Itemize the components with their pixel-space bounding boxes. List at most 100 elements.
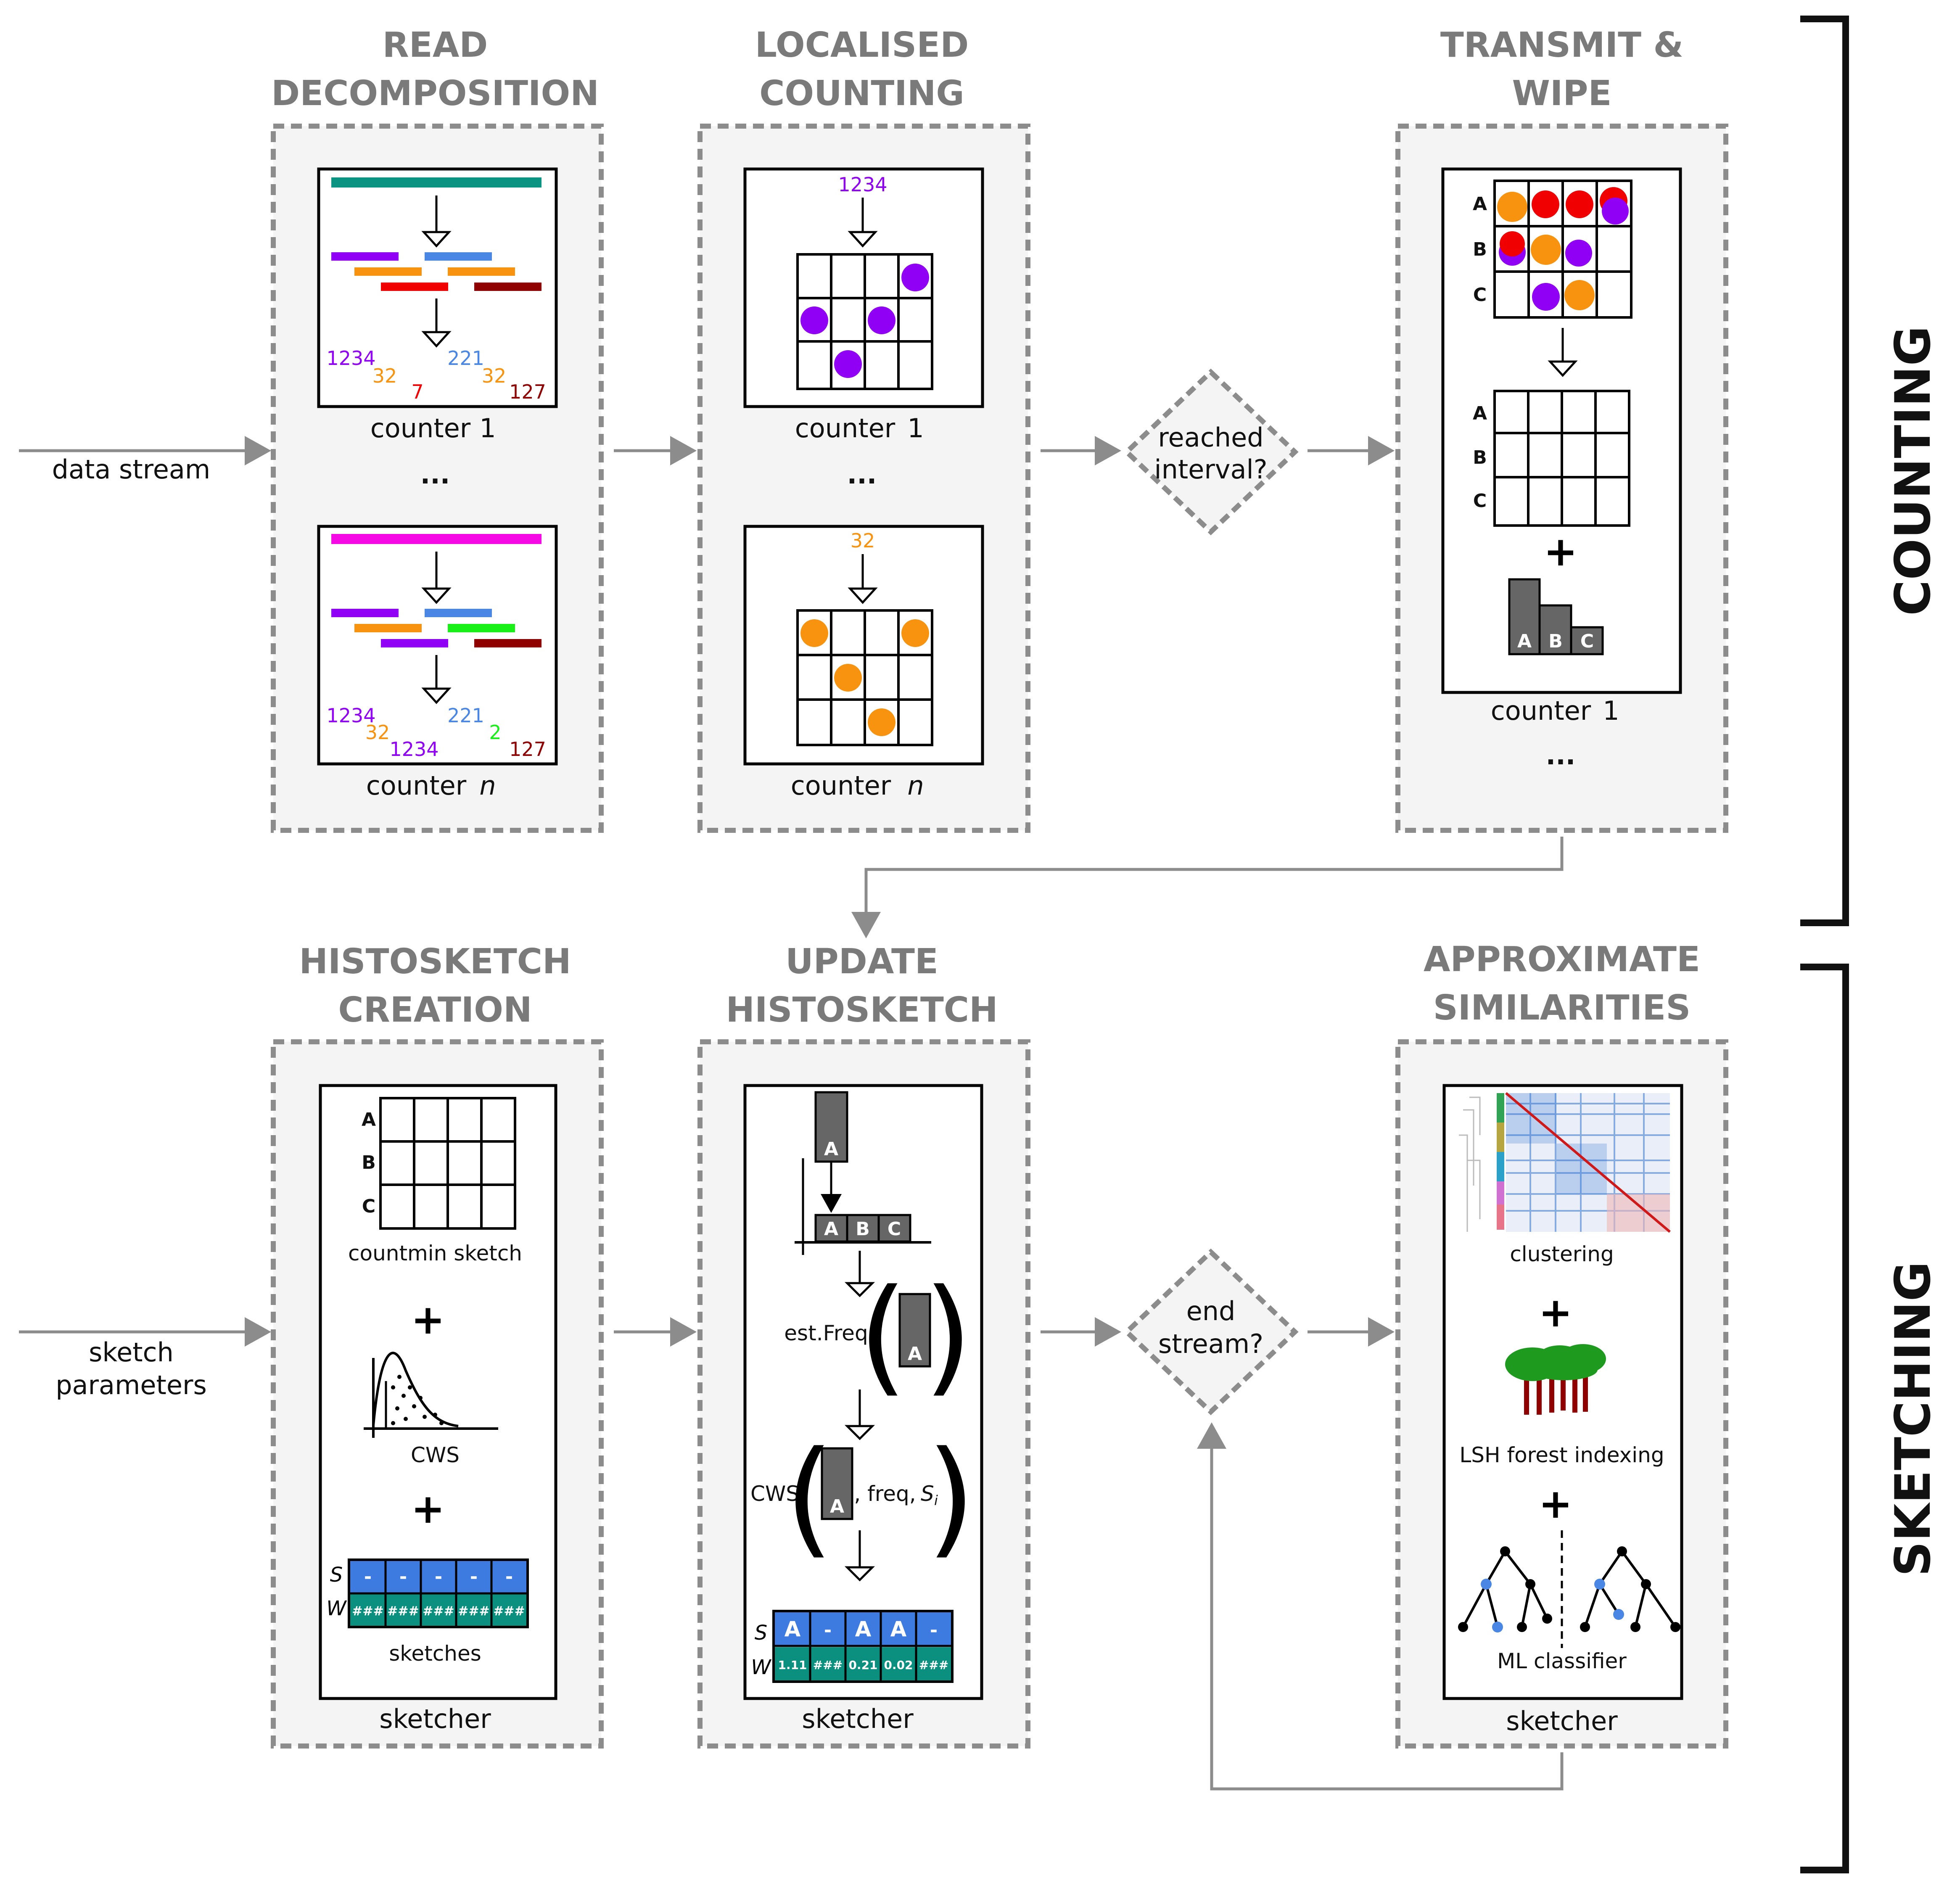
- reached-line1: reached: [1158, 422, 1263, 453]
- title-localised-2: COUNTING: [759, 74, 964, 114]
- lsh-forest-icon: [1505, 1344, 1606, 1415]
- local-countern-label: counter: [791, 770, 891, 801]
- read-countern-label: counter: [366, 770, 467, 801]
- title-approx-2: SIMILARITIES: [1433, 988, 1691, 1028]
- update-w-cell-3: 0.21: [848, 1658, 877, 1672]
- wiped-row-c: C: [1473, 490, 1487, 512]
- clustering-heatmap-icon: [1459, 1092, 1671, 1233]
- arrow-transmit-to-update: [851, 837, 1564, 938]
- histo-s-cell-1: -: [364, 1566, 372, 1588]
- update-w-label: W: [751, 1656, 771, 1679]
- ml-label: ML classifier: [1497, 1649, 1627, 1673]
- sketch-params-line2: parameters: [55, 1370, 207, 1400]
- reached-line2: interval?: [1154, 454, 1267, 485]
- update-w-cell-1: 1.11: [778, 1658, 807, 1672]
- clustering-label: clustering: [1510, 1242, 1614, 1266]
- read-ellipsis: ...: [420, 459, 450, 490]
- update-bar-b: B: [856, 1218, 870, 1240]
- transmit-plus: +: [1544, 528, 1577, 575]
- cws-paren-close: ): [926, 1424, 975, 1571]
- read-bar: [331, 177, 542, 188]
- read-num-32b: 32: [482, 365, 507, 387]
- histo-w-cell-5: ###: [493, 1604, 525, 1619]
- title-transmit-1: TRANSMIT &: [1440, 25, 1683, 65]
- flow-arrows: data stream sketch parameters: [19, 436, 1564, 1791]
- update-s-cell-1: A: [785, 1617, 801, 1641]
- update-bar-top: A: [824, 1138, 838, 1160]
- local-countern-num: n: [907, 770, 924, 801]
- update-s-cell-5: -: [930, 1619, 938, 1641]
- histo-w-cell-3: ###: [423, 1604, 454, 1619]
- readn-num-1234: 1234: [326, 704, 375, 727]
- update-s-cell-2: -: [824, 1619, 832, 1641]
- update-w-cell-5: ###: [919, 1658, 948, 1672]
- end-line2: stream?: [1158, 1329, 1263, 1359]
- histo-footer: sketcher: [379, 1704, 491, 1734]
- countmin-label: countmin sketch: [348, 1241, 522, 1265]
- histo-row-b: B: [362, 1152, 376, 1173]
- cws-si: S: [921, 1482, 934, 1506]
- approximate-similarities-content: clustering + LSH forest indexing + ML cl…: [1442, 1084, 1683, 1736]
- ml-classifier-icon: [1458, 1530, 1680, 1648]
- readn-num-127: 127: [509, 738, 546, 761]
- local-counter-n: 32 counter n: [743, 525, 984, 801]
- local-counter1-num: 1: [907, 413, 924, 444]
- local-ellipsis: ...: [847, 459, 877, 490]
- read-num-7: 7: [411, 380, 423, 403]
- arrow-loop-back: [1197, 1422, 1564, 1791]
- histo-sketch-table: - - - - - ### ### ### ### ###: [348, 1558, 529, 1628]
- update-bar-c: C: [888, 1218, 901, 1240]
- readn-num-2: 2: [489, 721, 501, 744]
- transmit-row-b: B: [1473, 239, 1487, 260]
- transmit-bar-a: A: [1517, 631, 1532, 652]
- decision-reached-interval: reached interval?: [1123, 368, 1299, 536]
- histo-s-label: S: [330, 1563, 343, 1587]
- histo-row-a: A: [362, 1109, 376, 1131]
- estfreq-bar: A: [908, 1343, 922, 1365]
- update-s-cell-3: A: [855, 1617, 872, 1641]
- histo-w-cell-4: ###: [458, 1604, 489, 1619]
- transmit-bar-b: B: [1548, 631, 1563, 652]
- histo-s-cell-2: -: [399, 1566, 407, 1588]
- sketching-label: SKETCHING: [1885, 1261, 1942, 1576]
- update-histosketch-content: A A B C est.Freq ( ) A CWS ( ) A , freq,…: [743, 1084, 983, 1734]
- read-counter1-label: counter: [370, 413, 471, 444]
- histosketch-creation-content: A B C countmin sketch + CWS + S W -: [319, 1084, 557, 1734]
- transmit-bar-c: C: [1580, 631, 1594, 652]
- histo-s-cell-4: -: [470, 1566, 478, 1588]
- counting-bracket: COUNTING: [1800, 16, 1942, 926]
- update-w-cell-4: 0.02: [884, 1658, 913, 1672]
- histo-s-cell-3: -: [435, 1566, 442, 1588]
- wiped-row-a: A: [1473, 403, 1487, 424]
- histo-plus1: +: [411, 1296, 445, 1343]
- data-stream-label: data stream: [52, 454, 211, 485]
- title-transmit-2: WIPE: [1512, 74, 1611, 114]
- transmit-counter-num: 1: [1603, 695, 1619, 726]
- histo-row-c: C: [362, 1196, 375, 1217]
- cws-distribution-icon: [364, 1352, 498, 1438]
- readn-num-1234b: 1234: [389, 738, 438, 761]
- readn-num-221: 221: [447, 704, 484, 727]
- approx-plus1: +: [1539, 1289, 1572, 1336]
- sketches-label: sketches: [389, 1641, 481, 1666]
- read-num-1234: 1234: [326, 347, 375, 370]
- decision-end-stream: end stream?: [1123, 1248, 1299, 1416]
- read-counter-n: 1234 221 32 2 1234 127 counter n: [317, 525, 558, 801]
- update-s-cell-4: A: [890, 1617, 907, 1641]
- histo-cws-label: CWS: [411, 1443, 460, 1467]
- local-counter1-label: counter: [795, 413, 895, 444]
- panel-titles: READ DECOMPOSITION LOCALISED COUNTING TR…: [271, 25, 1700, 1030]
- transmit-counter: A B C A B C + A B C counter 1 ...: [1441, 167, 1682, 771]
- update-s-label: S: [755, 1621, 767, 1645]
- title-update-1: UPDATE: [785, 942, 938, 982]
- end-line1: end: [1186, 1296, 1236, 1326]
- histo-s-cell-5: -: [505, 1566, 513, 1588]
- readn-num-32: 32: [365, 721, 390, 744]
- read-num-127: 127: [509, 380, 546, 403]
- read-counter-1: 1234 221 32 32 7 127 counter 1 ...: [317, 167, 558, 490]
- local-counter-1: 1234 counter 1 ...: [743, 167, 984, 490]
- lsh-label: LSH forest indexing: [1459, 1443, 1664, 1467]
- transmit-row-c: C: [1473, 284, 1487, 306]
- read-num-32a: 32: [372, 365, 397, 387]
- approx-plus2: +: [1539, 1480, 1572, 1527]
